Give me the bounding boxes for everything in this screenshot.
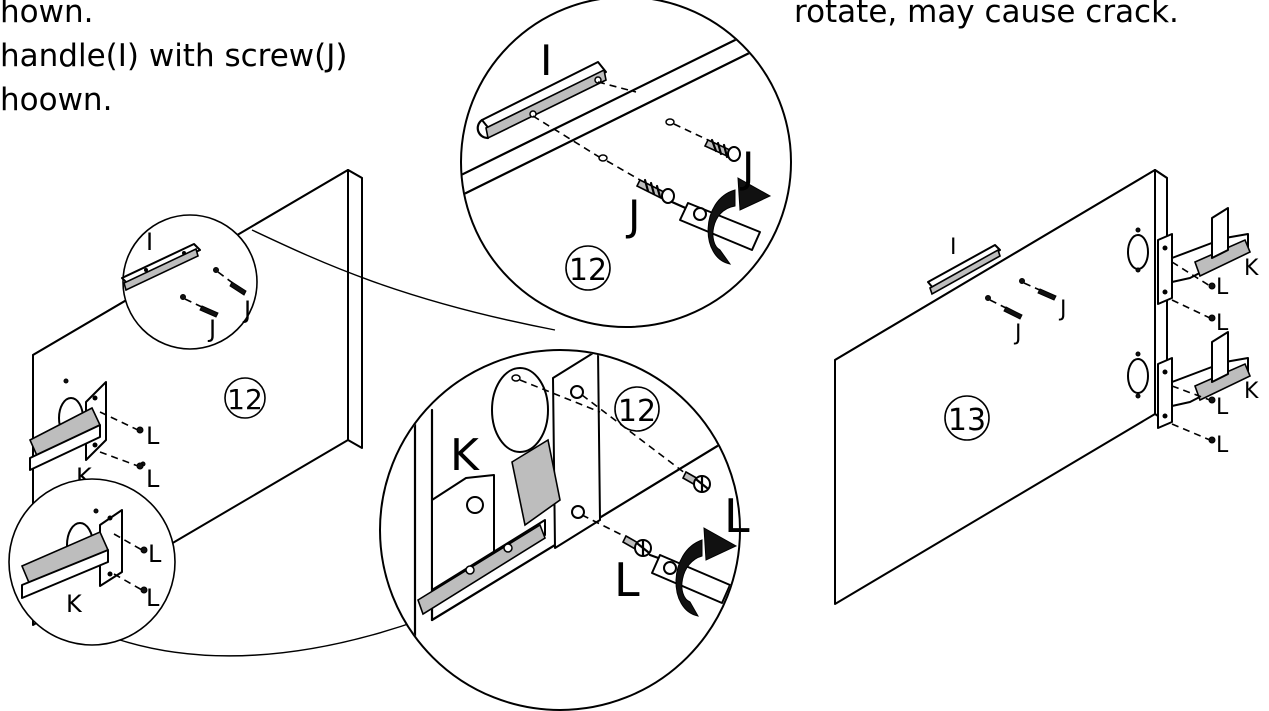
hinge-label-detail: K <box>450 430 480 481</box>
screwdriver-handle-detail <box>670 177 772 265</box>
screw-l-label-right-lower-2: L <box>1216 433 1229 458</box>
instruction-text-left-1: hown. <box>0 0 94 30</box>
screw-j-label-small-1: J <box>242 296 251 324</box>
hinge-callout-circle-small: K L L <box>8 478 176 646</box>
step-number-hinge-detail: 12 <box>618 394 656 429</box>
screw-l-lower-detail <box>621 534 652 557</box>
handle-right-panel: I J J <box>927 235 1067 346</box>
screw-j-label-right-2: J <box>1013 321 1022 346</box>
handle-label-detail: I <box>540 36 552 85</box>
instruction-text-left-3: hoown. <box>0 82 113 118</box>
handle-label-small: I <box>146 228 153 256</box>
hinge-upper-right-panel: K L L <box>1127 207 1259 336</box>
screw-l-label-right-upper-2: L <box>1216 311 1229 336</box>
handle-callout-circle-small: I J J <box>121 214 258 350</box>
step-number-left-panel-text: 12 <box>227 383 263 416</box>
handle-label-right: I <box>950 235 957 260</box>
screw-l-label-right-upper-1: L <box>1216 275 1229 300</box>
hinge-lower-right-panel: K L L <box>1127 331 1259 458</box>
hinge-label-left-lower: K <box>66 590 83 618</box>
screw-j-lower <box>635 178 675 204</box>
step-number-left-panel: 12 <box>224 377 266 419</box>
door-panel-right <box>834 169 1168 605</box>
hinge-zoom-connector <box>119 619 421 657</box>
handle-detail-circle: I J J 12 <box>460 0 792 328</box>
step-number-hinge-detail-circle <box>614 386 660 432</box>
screw-l-label-left-lower-2: L <box>146 584 160 612</box>
screw-j-label-right-1: J <box>1058 297 1067 322</box>
screw-j-upper <box>703 138 741 162</box>
hinge-label-right-upper: K <box>1244 256 1259 281</box>
step-number-right-panel-text: 13 <box>948 403 986 438</box>
step-number-handle-detail-circle <box>565 245 611 291</box>
screw-l-label-right-lower-1: L <box>1216 395 1229 420</box>
screw-l-label-left-upper-1: L <box>146 422 160 450</box>
instruction-text-right-1: rotate, may cause crack. <box>794 0 1179 30</box>
step-number-right-panel: 13 <box>944 395 990 441</box>
screw-l-label-detail-1: L <box>724 489 750 543</box>
screw-l-upper-detail <box>681 470 711 493</box>
hinge-label-right-lower: K <box>1244 379 1259 404</box>
step-number-handle-detail: 12 <box>569 253 607 288</box>
screw-j-label-detail-1: J <box>739 143 754 192</box>
instruction-text-left-2: handle(I) with screw(J) <box>0 38 348 74</box>
screwdriver-hinge-detail <box>648 527 738 617</box>
handle-zoom-connector <box>251 229 556 331</box>
hinge-detail-circle: K L L 12 <box>379 349 750 711</box>
screw-j-label-detail-2: J <box>625 191 640 240</box>
screw-l-label-left-lower-1: L <box>148 540 162 568</box>
screw-l-label-left-upper-2: L <box>146 465 160 493</box>
hinge-upper-left-panel: K L L <box>28 378 160 493</box>
screw-l-label-detail-2: L <box>614 553 640 607</box>
screw-j-label-small-2: J <box>207 315 216 343</box>
